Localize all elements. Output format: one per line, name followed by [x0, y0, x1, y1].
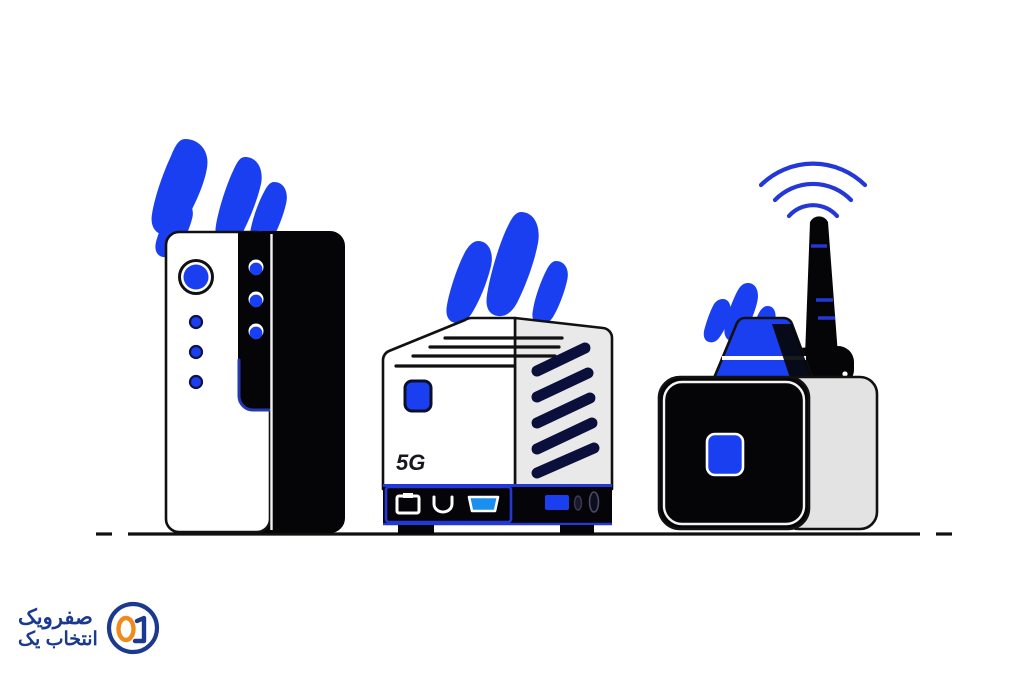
signal-splash-icon-2 [446, 212, 568, 326]
router-foot-right [560, 525, 594, 534]
router-front-body [381, 316, 517, 491]
status-led-front-2 [188, 344, 204, 360]
status-led-panel-1 [248, 259, 264, 276]
router-status-indicator[interactable] [705, 432, 745, 477]
brand-wordmark: صفرویک انتخاب یک [18, 606, 98, 651]
emblem-digit-one [132, 615, 147, 644]
status-led-panel-2 [248, 291, 264, 308]
device-antenna-box-router[interactable] [657, 161, 879, 531]
wifi-signal-arcs-icon [758, 161, 868, 219]
brand-emblem-01-icon [106, 601, 159, 655]
router-side-vent-slots [531, 342, 600, 479]
status-led-front-1 [188, 314, 204, 330]
wifi-arc-inner [786, 203, 840, 219]
antenna-joint-dot [842, 371, 848, 377]
status-led-front-3 [188, 374, 204, 390]
router-power-button[interactable] [403, 379, 433, 413]
tower-inset-edge-highlight [237, 358, 272, 412]
status-led-panel-3 [248, 323, 264, 340]
sim-slot-icon[interactable] [545, 495, 569, 510]
wifi-arc-middle [772, 181, 854, 203]
router-cap-shadow [772, 324, 812, 378]
usb-port-icon[interactable] [432, 495, 454, 514]
router-right-port-group [545, 491, 600, 513]
emblem-ring [106, 601, 159, 655]
device-vertical-tower-modem[interactable] [151, 139, 345, 534]
router-front-box-inner-outline [662, 380, 806, 526]
emblem-digit-zero [116, 615, 136, 643]
hdmi-port-icon[interactable] [467, 495, 500, 513]
tower-side-panel [261, 231, 345, 533]
indicator-led-b-icon [588, 491, 600, 513]
brand-name-line2: انتخاب یک [18, 629, 98, 651]
power-button-indicator[interactable] [178, 259, 214, 295]
status-led-front-group [188, 314, 204, 390]
brand-name-line1: صفرویک [18, 605, 93, 629]
status-led-panel-group [248, 259, 264, 340]
router-foot-left [398, 525, 434, 534]
device-5g-desktop-router[interactable]: 5G [381, 212, 614, 534]
tower-black-inset [238, 232, 270, 410]
indicator-led-a-icon [573, 495, 583, 511]
ethernet-port-icon[interactable] [395, 493, 421, 515]
wifi-arc-outer [758, 161, 868, 188]
router-5g-label: 5G [396, 450, 425, 475]
router-top-vent-lines [394, 336, 564, 368]
brand-logo[interactable]: صفرویک انتخاب یک [18, 592, 218, 664]
